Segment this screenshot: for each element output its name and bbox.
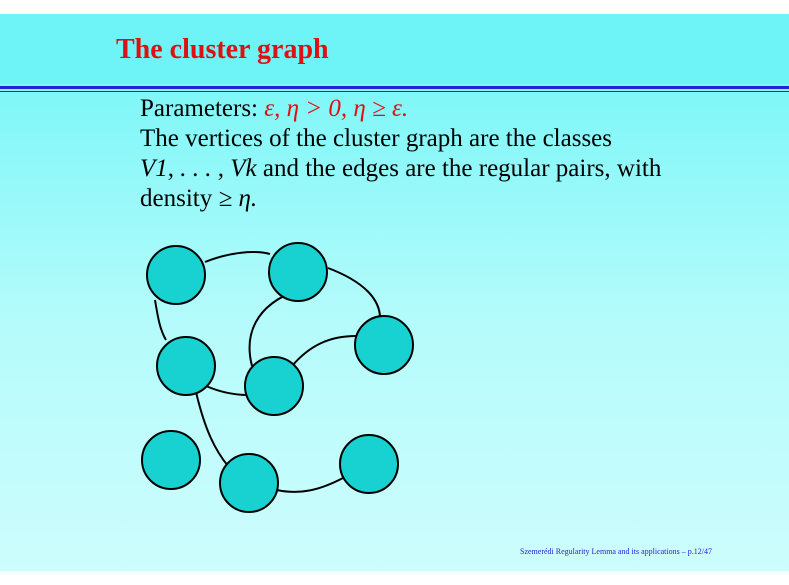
graph-edges	[154, 251, 381, 493]
parameters-label: Parameters:	[140, 95, 259, 122]
graph-edge	[276, 477, 344, 493]
graph-edge	[291, 335, 357, 367]
graph-edge	[205, 385, 249, 396]
title-band: The cluster graph	[0, 14, 789, 84]
body-line-3-text: and the edges are the regular pairs, wit…	[256, 155, 662, 182]
graph-node	[156, 336, 216, 396]
slide-footer: Szemerédi Regularity Lemma and its appli…	[520, 547, 712, 556]
slide-title: The cluster graph	[116, 34, 329, 65]
body-line-3: V1, . . . , Vk and the edges are the reg…	[140, 154, 740, 184]
graph-node	[244, 356, 304, 416]
graph-node	[219, 453, 279, 513]
graph-node	[268, 242, 328, 302]
graph-edge	[204, 251, 271, 263]
graph-node	[354, 315, 414, 375]
density-label: density	[140, 185, 219, 212]
parameters-math: ε, η > 0, η ≥ ε.	[264, 95, 409, 122]
graph-edge	[327, 267, 381, 319]
graph-edge	[195, 391, 229, 467]
graph-nodes	[141, 242, 414, 513]
graph-edge	[248, 289, 299, 367]
body-line-4: density ≥ η.	[140, 184, 740, 214]
body-line-2: The vertices of the cluster graph are th…	[140, 125, 613, 152]
slide-body: Parameters: ε, η > 0, η ≥ ε. The vertice…	[140, 94, 740, 214]
density-math: ≥ η.	[218, 185, 258, 212]
title-rule-thick	[0, 86, 789, 89]
graph-edge	[154, 299, 167, 341]
graph-node	[146, 245, 206, 305]
vertex-classes-math: V1, . . . , Vk	[140, 155, 257, 182]
parameters-line: Parameters: ε, η > 0, η ≥ ε.	[140, 94, 740, 124]
graph-node	[141, 430, 201, 490]
graph-node	[339, 434, 399, 494]
title-rule-thin	[0, 91, 789, 92]
